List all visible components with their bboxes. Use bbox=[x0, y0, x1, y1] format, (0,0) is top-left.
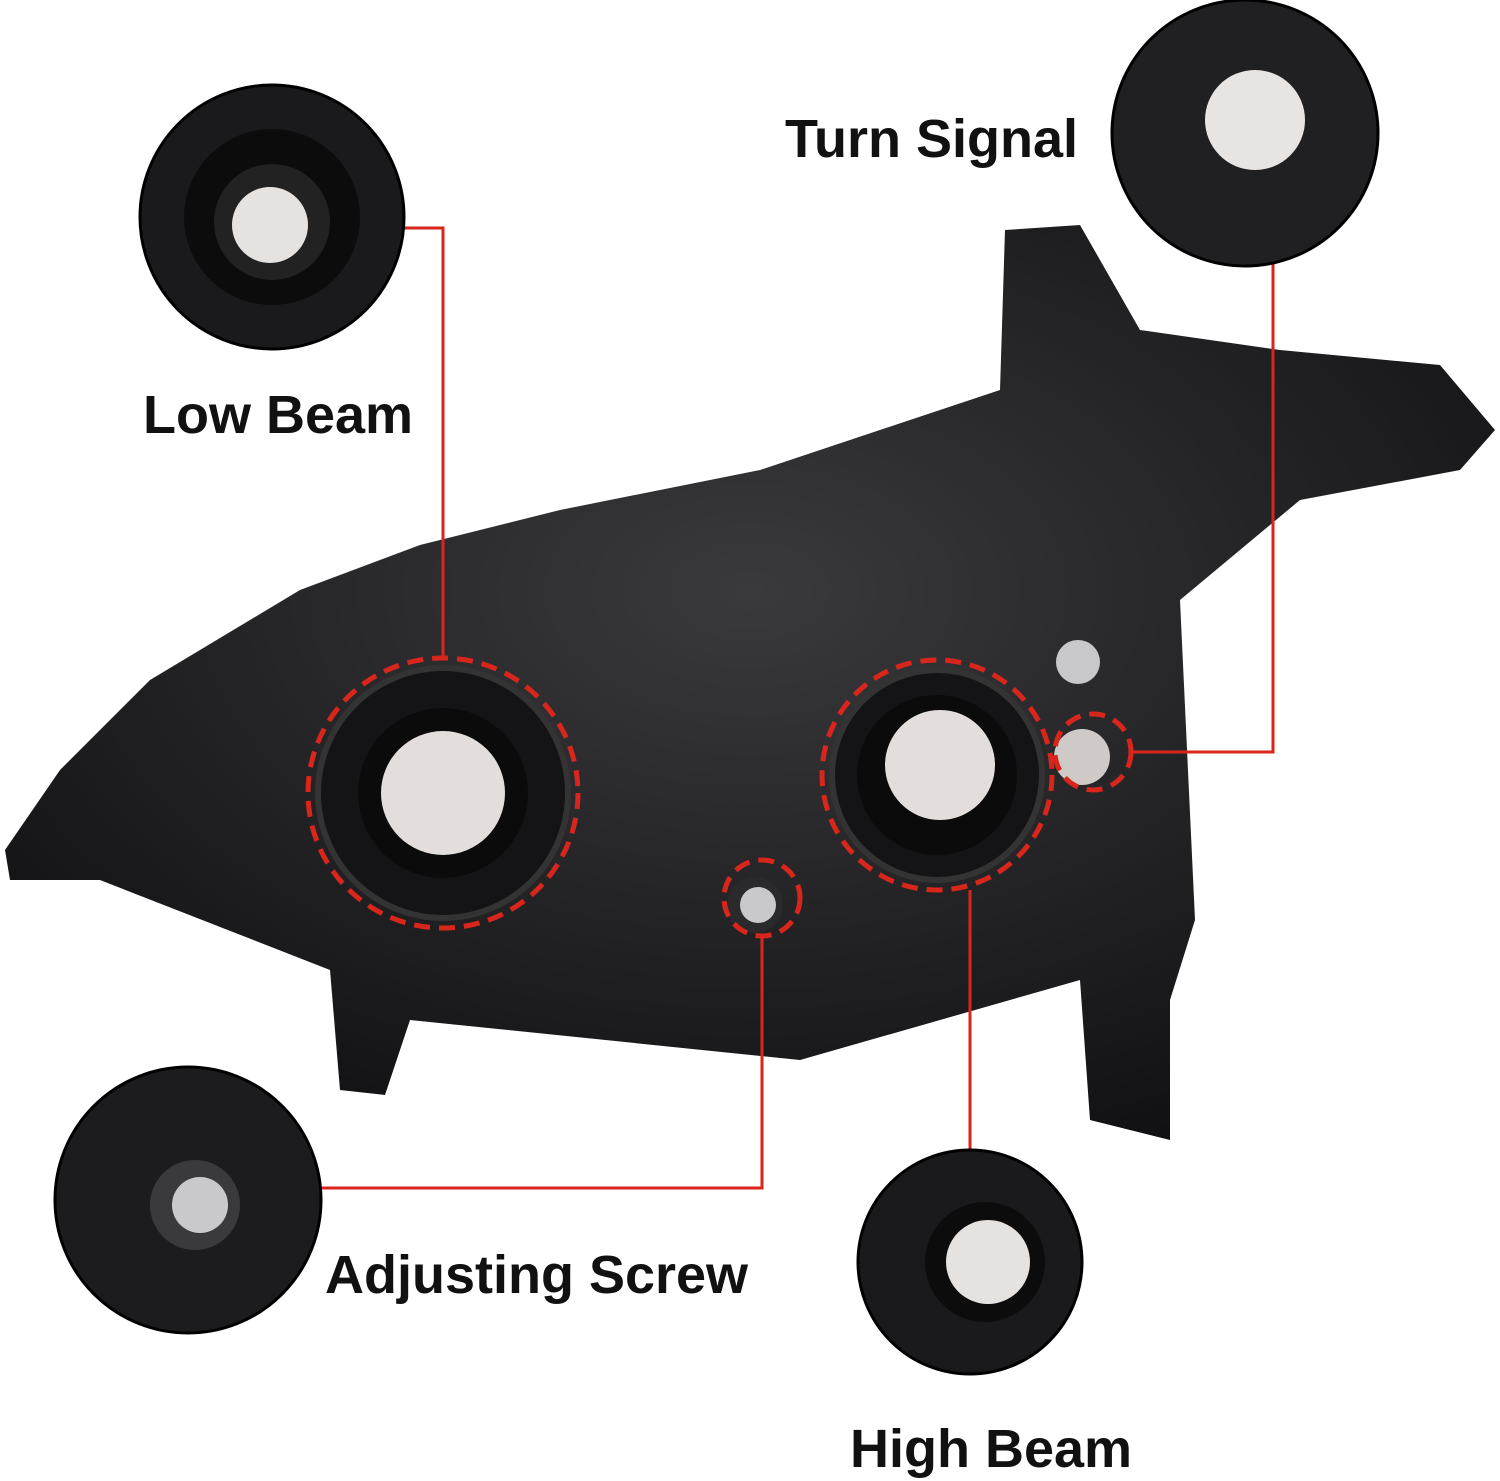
low-beam-inset bbox=[138, 83, 406, 351]
adjusting-screw-inset bbox=[53, 1065, 323, 1335]
low-beam-socket bbox=[315, 665, 571, 921]
low-beam-callout-line bbox=[403, 226, 445, 658]
screw-top bbox=[1056, 640, 1100, 684]
adjusting-screw bbox=[727, 877, 783, 933]
high-beam-label: High Beam bbox=[850, 1419, 1133, 1479]
turn-signal-label: Turn Signal bbox=[785, 109, 1078, 169]
turn-signal-socket bbox=[1054, 729, 1110, 785]
turn-signal-inset bbox=[1110, 0, 1380, 268]
low-beam-label: Low Beam bbox=[143, 385, 414, 445]
adjusting-screw-callout-line bbox=[322, 936, 764, 1190]
turn-signal-callout-line bbox=[1131, 263, 1275, 754]
high-beam-socket bbox=[829, 667, 1045, 883]
high-beam-highlight bbox=[819, 657, 1055, 893]
adjusting-screw-label: Adjusting Screw bbox=[325, 1245, 749, 1305]
high-beam-inset bbox=[856, 1148, 1084, 1376]
